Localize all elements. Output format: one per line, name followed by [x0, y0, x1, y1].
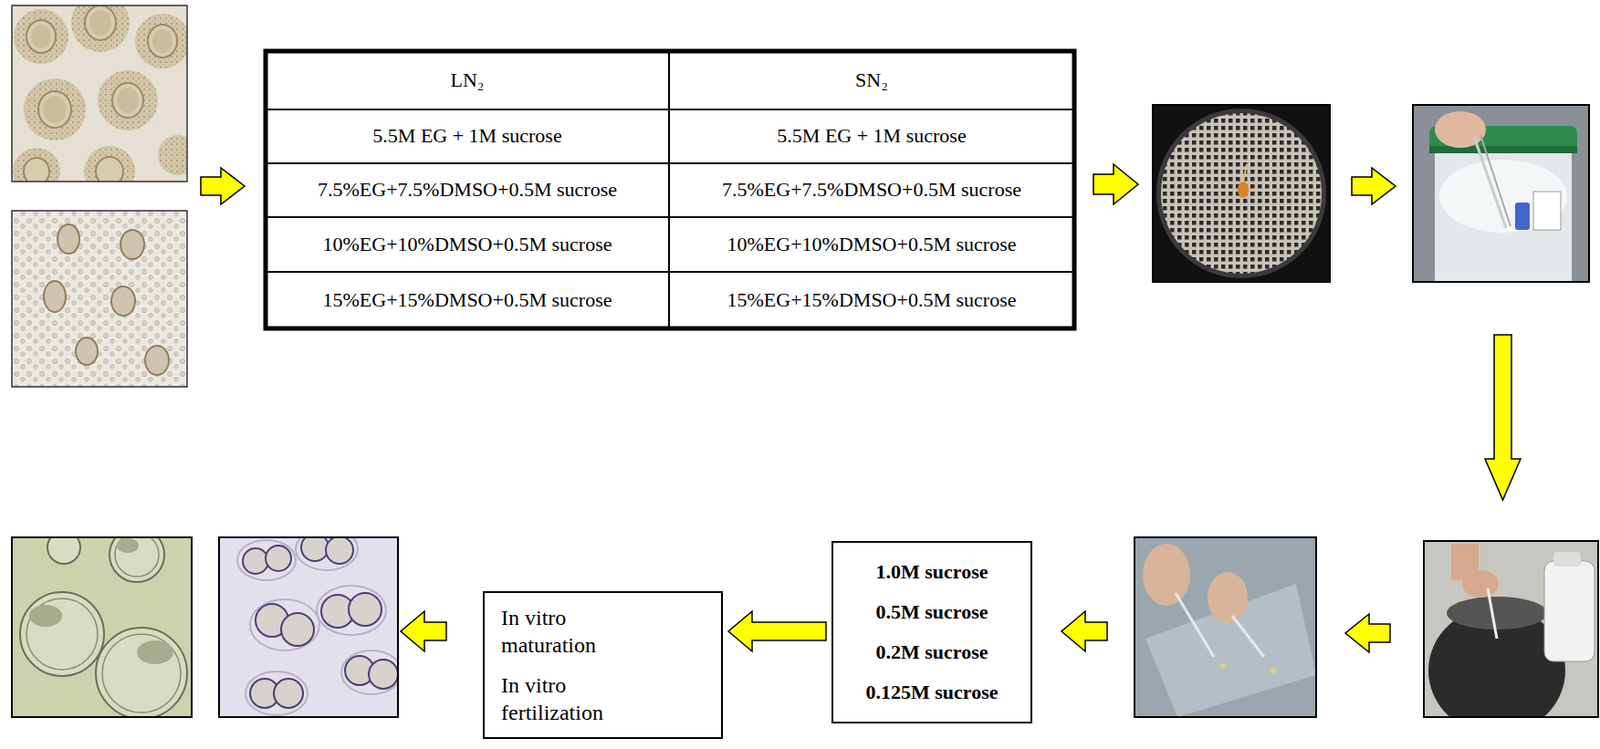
image-frame — [1423, 541, 1599, 718]
procedure-box: In vitro maturation In vitro fertilizatio… — [482, 591, 723, 740]
table-cell: 5.5M EG + 1M sucrose — [674, 124, 1069, 148]
node-text: 0.125M sucrose — [840, 672, 1024, 713]
node-text: 1.0M sucrose — [840, 552, 1024, 593]
node-text: 0.5M sucrose — [840, 592, 1024, 633]
sucrose-step-box: 1.0M sucrose0.5M sucrose0.2M sucrose0.12… — [831, 541, 1033, 724]
flow-arrow — [1345, 614, 1391, 653]
image-frame — [1412, 104, 1590, 283]
image-frame — [11, 210, 188, 387]
table-cell: LN₂ — [271, 68, 664, 93]
table-cell: 15%EG+15%DMSO+0.5M sucrose — [271, 288, 664, 313]
vitrification-mesh-photo — [1152, 104, 1330, 283]
table-cell: 10%EG+10%DMSO+0.5M sucrose — [674, 232, 1069, 257]
image-frame — [1152, 104, 1330, 283]
node-text: In vitro fertilization — [501, 671, 638, 727]
table-cell: 7.5%EG+7.5%DMSO+0.5M sucrose — [271, 177, 664, 202]
solution-table — [265, 51, 1075, 329]
node-text: 0.2M sucrose — [840, 632, 1024, 673]
flow-arrow — [1484, 334, 1521, 501]
blastocyst-micrograph — [11, 537, 192, 718]
table-cell: 5.5M EG + 1M sucrose — [271, 124, 664, 148]
storage-tank-photo — [1423, 541, 1599, 718]
image-frame — [1134, 537, 1317, 718]
flow-arrow — [200, 167, 245, 205]
node-text: In vitro maturation — [501, 604, 638, 659]
flow-arrow — [1351, 167, 1396, 205]
denuded-oocyte-micrograph — [11, 210, 188, 387]
flow-arrow — [1093, 164, 1139, 205]
image-frame — [11, 537, 192, 718]
oocyte-micrograph — [11, 5, 188, 182]
table-cell: 10%EG+10%DMSO+0.5M sucrose — [271, 232, 664, 257]
warming-hands-photo — [1134, 537, 1317, 718]
flow-arrow — [728, 611, 827, 652]
liquid-nitrogen-container-photo — [1412, 104, 1590, 283]
table-cell: SN₂ — [674, 68, 1069, 93]
table-cell: 7.5%EG+7.5%DMSO+0.5M sucrose — [674, 177, 1069, 202]
flow-arrow — [1061, 611, 1108, 652]
two-cell-embryo-micrograph — [219, 537, 398, 718]
table-cell: 15%EG+15%DMSO+0.5M sucrose — [674, 288, 1069, 313]
flow-arrow — [400, 611, 447, 652]
image-frame — [219, 537, 398, 718]
image-frame — [11, 5, 188, 182]
